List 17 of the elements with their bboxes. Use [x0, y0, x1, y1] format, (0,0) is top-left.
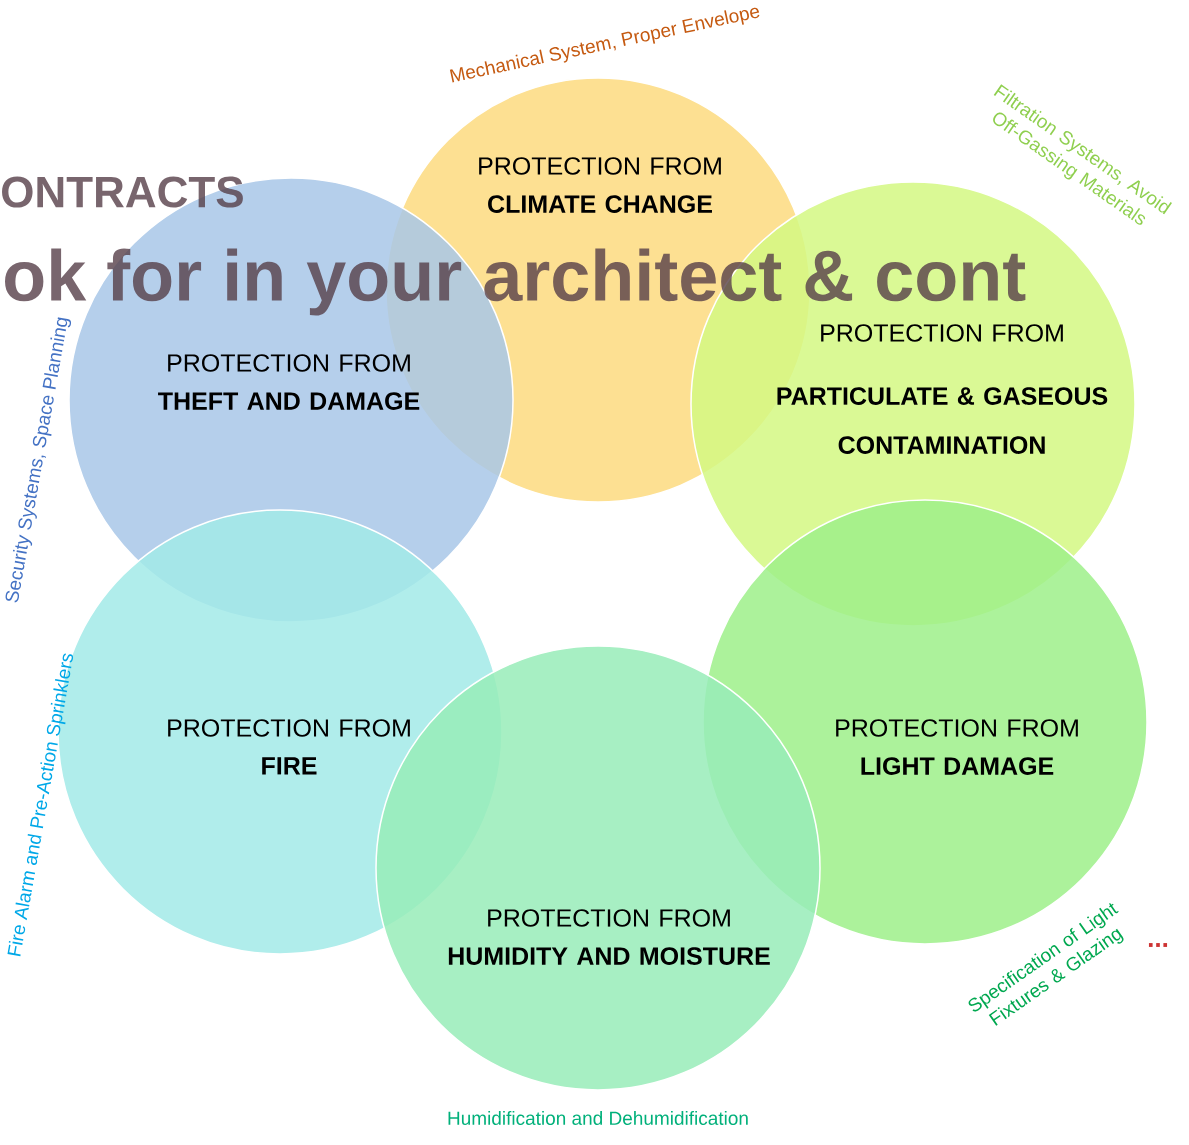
heading-text: PROTECTION FROM — [488, 909, 730, 927]
heading-text: PROTECTION FROM — [479, 157, 721, 175]
heading-text: PROTECTION FROM — [836, 719, 1078, 737]
ellipsis-text: ... — [1148, 943, 1168, 947]
heading-text: PROTECTION FROM — [168, 719, 410, 737]
solution-caption: Fire Alarm and Pre-Action Sprinklers — [7, 653, 74, 957]
topic-text: FIRE — [262, 757, 317, 775]
solution-caption: Humidification and Dehumidification — [448, 1111, 748, 1125]
background-heading: ONTRACTS — [2, 176, 243, 208]
heading-text: PROTECTION FROM — [168, 354, 410, 372]
topic-text: HUMIDITY AND MOISTURE — [448, 947, 770, 965]
topic-text: THEFT AND DAMAGE — [158, 392, 420, 410]
heading-text: PROTECTION FROM — [821, 324, 1063, 342]
solution-caption: Security Systems, Space Planning — [5, 317, 72, 603]
topic-text: LIGHT DAMAGE — [861, 757, 1054, 775]
topic-text: CLIMATE CHANGE — [488, 195, 712, 213]
topic-text: PARTICULATE & GASEOUS CONTAMINATION — [777, 387, 1108, 454]
